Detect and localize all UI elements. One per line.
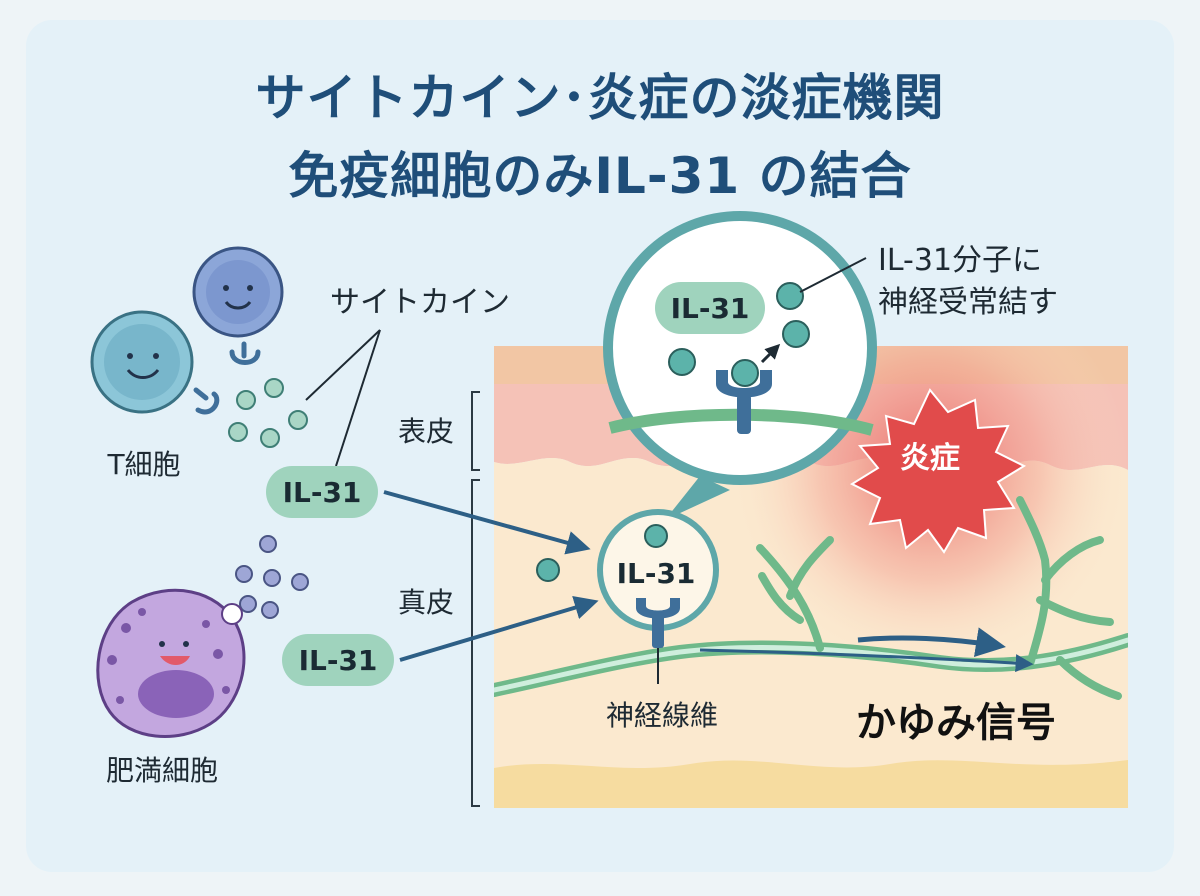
cytokine-label: サイトカイン [330, 285, 510, 320]
zoom-receptor [716, 370, 772, 434]
dermis-label: 真皮 [398, 586, 454, 619]
dermis-molecule [536, 558, 560, 582]
title-line-1: サイトカイン･炎症の淡症機関 [255, 69, 945, 127]
fat-layer [494, 760, 1128, 808]
il31-arrow-top [383, 490, 591, 555]
mast-cell-cytokines [235, 535, 309, 619]
receptor-circle: IL-31 [597, 509, 719, 648]
t-cell-front [90, 310, 220, 415]
zoom-molecule-2 [782, 320, 810, 348]
itch-signal-arrow-bottom [699, 648, 1034, 673]
epidermis-label: 表皮 [398, 415, 454, 448]
zoom-molecule-bound [731, 359, 759, 387]
t-cell-label: T細胞 [106, 448, 180, 481]
il31-pill-bottom-label: IL-31 [299, 644, 378, 677]
itch-signal-arrow-top [857, 627, 1006, 658]
zoom-molecule-1 [668, 348, 696, 376]
zoom-molecule-3 [776, 282, 804, 310]
t-cell-cytokines [228, 378, 308, 448]
il31-pill-top-label: IL-31 [283, 476, 362, 509]
receptor-il31-label: IL-31 [617, 557, 696, 590]
cytokine-pointer-2 [335, 329, 381, 467]
nerve-branches [756, 496, 1122, 700]
receptor-molecule [644, 524, 668, 548]
callout-line-1: IL-31分子に [878, 243, 1042, 278]
nerve-fiber-label: 神経線維 [606, 699, 718, 732]
callout-line [799, 257, 867, 293]
inflammation-burst [849, 388, 1027, 554]
mast-cell [96, 588, 246, 738]
zoom-il31-pill [655, 282, 765, 334]
cytokine-pointer-1 [305, 329, 381, 401]
callout-line-2: 神経受常結す [878, 285, 1058, 320]
mast-cell-label: 肥満細胞 [106, 754, 218, 787]
title-line-2: 免疫細胞のみIL-31 の結合 [288, 147, 912, 205]
zoom-magnifier: IL-31 [603, 211, 877, 520]
inflammation-label: 炎症 [900, 441, 960, 476]
itch-signal-label: かゆみ信号 [856, 700, 1056, 746]
t-cell-back [192, 246, 284, 365]
zoom-il31-label: IL-31 [671, 292, 750, 325]
il31-pill-bottom [282, 634, 394, 686]
layer-brackets [471, 391, 480, 807]
il31-pill-top [266, 466, 378, 518]
il31-arrow-bottom [399, 596, 599, 662]
